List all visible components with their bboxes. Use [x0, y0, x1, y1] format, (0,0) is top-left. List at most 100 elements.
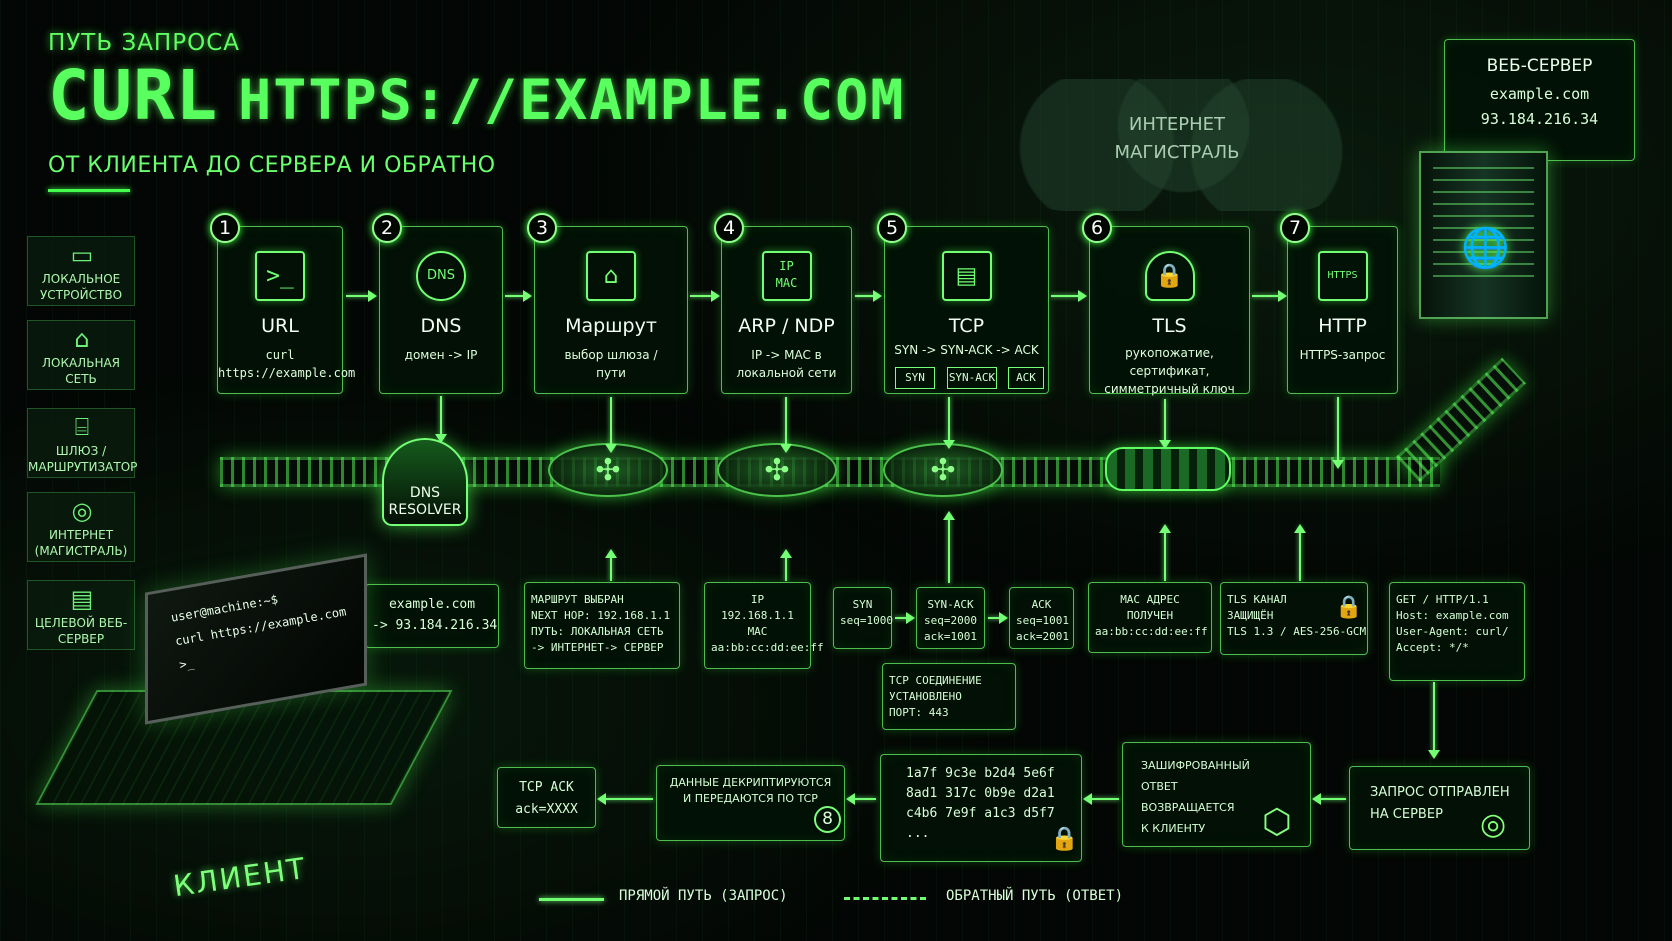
ip-mac-icon: IP MAC — [761, 251, 812, 301]
tcp-synack-chip: SYN-ACK — [947, 367, 997, 389]
back-path-line — [844, 897, 926, 900]
step-title: TLS — [1152, 315, 1187, 337]
arrow-dns-down — [435, 396, 447, 443]
arrow-hex-decrypt — [848, 798, 876, 800]
tcp-ack-response-card: TCP ACK ack=XXXX — [497, 767, 596, 828]
step-8-number: 8 — [814, 806, 841, 833]
sidebar-label: ШЛЮЗ / МАРШРУТИЗАТОР — [28, 444, 138, 474]
arrow-http-down — [1332, 397, 1344, 469]
step-description: SYN -> SYN-ACK -> ACK — [894, 343, 1039, 357]
arrow-arp-down — [780, 397, 792, 453]
step-number: 1 — [210, 213, 240, 243]
lock-icon: 🔒 — [1335, 595, 1363, 620]
sidebar-item-local-network: ⌂ ЛОКАЛЬНАЯ СЕТЬ — [27, 320, 135, 390]
dns-resolver-node: DNS RESOLVER — [382, 438, 468, 526]
arrow-route-up — [605, 549, 617, 581]
step-title: HTTP — [1318, 315, 1367, 337]
sidebar-item-internet: ◎ ИНТЕРНЕТ (МАГИСТРАЛЬ) — [27, 492, 135, 562]
server-host: example.com — [1489, 85, 1590, 103]
page-subtitle: ОТ КЛИЕНТА ДО СЕРВЕРА И ОБРАТНО — [48, 153, 496, 178]
url-title: HTTPS://EXAMPLE.COM — [238, 68, 906, 132]
page-kicker: ПУТЬ ЗАПРОСА — [48, 30, 240, 56]
step-description: домен -> IP — [404, 348, 478, 362]
arrow-url-dns — [346, 290, 377, 302]
request-sent-card: ЗАПРОС ОТПРАВЛЕН НА СЕРВЕР — [1349, 766, 1530, 850]
sidebar-label: ЛОКАЛЬНОЕ УСТРОЙСТВО — [39, 272, 123, 302]
sidebar-item-local-device: ▭ ЛОКАЛЬНОЕ УСТРОЙСТВО — [27, 236, 135, 306]
arrow-route-arp — [690, 290, 720, 302]
dns-icon: DNS — [416, 251, 466, 301]
arrow-arp-tcp — [855, 290, 882, 302]
step-number: 4 — [714, 213, 744, 243]
sidebar-label: ИНТЕРНЕТ (МАГИСТРАЛЬ) — [34, 528, 128, 558]
arrow-dns-route — [505, 290, 532, 302]
arp-node — [717, 443, 837, 497]
step-description: выбор шлюза / пути — [564, 348, 658, 380]
lock-icon: 🔒 — [1050, 826, 1079, 852]
sidebar-item-server: ▤ЦЕЛЕВОЙ ВЕБ-СЕРВЕР — [27, 580, 135, 650]
shield-lock-icon: 🔒 — [1144, 251, 1195, 301]
tls-secure-card: TLS КАНАЛ ЗАЩИЩЁН TLS 1.3 / AES-256-GCM — [1220, 582, 1368, 655]
terminal-icon: >_ — [255, 251, 305, 301]
decrypt-card: ДАННЫЕ ДЕКРИПТИРУЮТСЯ И ПЕРЕДАЮТСЯ ПО TC… — [656, 765, 845, 841]
step-title: Маршрут — [565, 315, 657, 337]
arrow-decrypt-ack — [599, 798, 653, 800]
globe-icon: ◎ — [1480, 807, 1507, 842]
arrow-arp-up — [780, 549, 792, 581]
step-title: DNS — [420, 315, 462, 337]
step-title: ARP / NDP — [738, 315, 835, 337]
router-icon: ⌸ — [74, 413, 90, 441]
tcp-established-card: TCP СОЕДИНЕНИЕ УСТАНОВЛЕНО ПОРТ: 443 — [882, 663, 1016, 730]
dns-result-card: example.com -> 93.184.216.34 — [365, 584, 499, 648]
cloud-label: ИНТЕРНЕТ МАГИСТРАЛЬ — [1114, 114, 1240, 163]
internet-cloud — [1000, 79, 1360, 211]
arrow-tcp-tls — [1051, 290, 1087, 302]
laptop-icon: ▭ — [70, 241, 94, 269]
client-platform — [35, 690, 453, 805]
step-number: 5 — [877, 213, 907, 243]
arrow-encrypted-hex — [1085, 798, 1119, 800]
web-server-card: ВЕБ-СЕРВЕР example.com 93.184.216.34 — [1444, 39, 1635, 161]
arrow-tcp-down — [943, 397, 955, 449]
step-number: 6 — [1082, 213, 1112, 243]
cube-icon: ⬡ — [1262, 802, 1292, 842]
tcp-ack-card: ACK seq=1001 ack=2001 — [1009, 587, 1074, 649]
web-server-rack — [1419, 151, 1548, 319]
arrow-tls-up — [1294, 524, 1306, 581]
server-ip: 93.184.216.34 — [1480, 110, 1599, 128]
step-tls: 6 🔒 TLS рукопожатие, сертификат, симметричн… — [1082, 213, 1250, 396]
tcp-syn-card: SYN seq=1000 — [833, 587, 893, 649]
server-title: ВЕБ-СЕРВЕР — [1486, 56, 1593, 76]
arrow-tls-down — [1159, 399, 1171, 449]
mac-result-card: MAC АДРЕС ПОЛУЧЕН aa:bb:cc:dd:ee:ff — [1088, 582, 1212, 653]
step-number: 7 — [1280, 213, 1310, 243]
sidebar-item-router: ⌸ ШЛЮЗ / МАРШРУТИЗАТОР — [27, 408, 138, 478]
arrow-http-to-sent — [1428, 682, 1440, 759]
step-url: 1 >_ URL curl https://example.com — [210, 213, 356, 394]
arrow-tls-http — [1252, 290, 1287, 302]
arrow-syn-synack — [895, 612, 915, 624]
arrow-tcp-up — [943, 511, 955, 583]
http-request-card: GET / HTTP/1.1 Host: example.com User-Ag… — [1389, 582, 1525, 681]
step-description: HTTPS-запрос — [1299, 348, 1386, 362]
route-result-card: МАРШРУТ ВЫБРАН NEXT HOP: 192.168.1.1 ПУТ… — [524, 582, 680, 669]
https-document-icon: HTTPS — [1317, 251, 1368, 301]
command-title: CURL — [48, 56, 219, 136]
step-title: URL — [261, 315, 299, 337]
forward-path-label: ПРЯМОЙ ПУТЬ (ЗАПРОС) — [619, 888, 788, 904]
sidebar-label: ЦЕЛЕВОЙ ВЕБ-СЕРВЕР — [34, 616, 128, 646]
globe-icon: ◎ — [71, 497, 93, 525]
arrow-route-down — [605, 397, 617, 453]
step-description: рукопожатие, сертификат, симметричный кл… — [1104, 346, 1235, 396]
arrow-synack-ack — [988, 612, 1008, 624]
network-icon: ⌂ — [74, 325, 90, 353]
dns-resolver-label: DNS RESOLVER — [388, 485, 462, 518]
step-description: curl https://example.com — [218, 348, 356, 380]
sidebar-label: ЛОКАЛЬНАЯ СЕТЬ — [41, 356, 121, 386]
